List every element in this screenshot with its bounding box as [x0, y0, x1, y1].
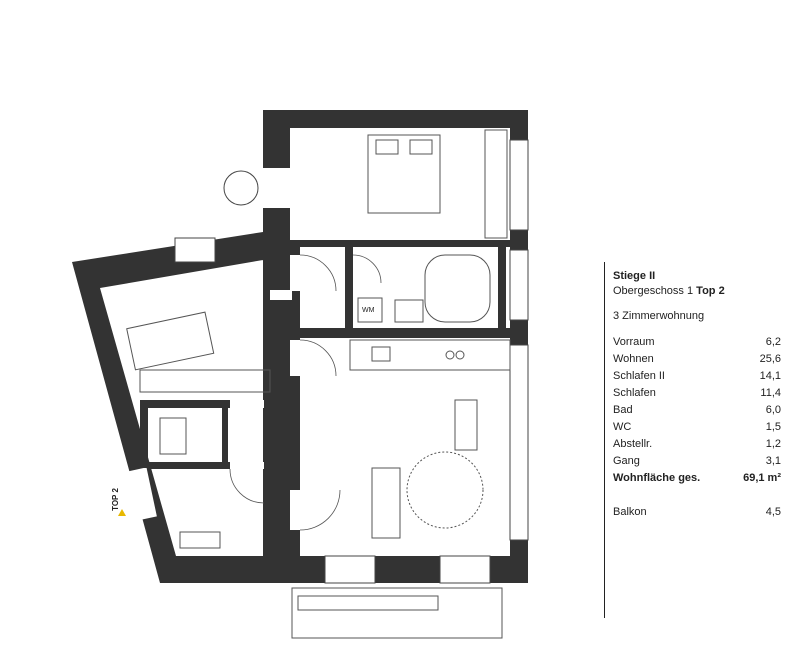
- apartment-type: 3 Zimmerwohnung: [613, 310, 705, 322]
- planter: [297, 595, 439, 611]
- dining-table: [454, 399, 478, 451]
- furniture: [126, 129, 511, 639]
- room-area: 1,2: [765, 438, 781, 450]
- room-name: Schlafen: [613, 387, 656, 399]
- room-area: 1,5: [765, 421, 781, 433]
- room-row: Vorraum 6,2: [613, 336, 781, 350]
- walls: [72, 110, 528, 583]
- round-rug: [406, 451, 484, 529]
- room-name: Schlafen II: [613, 370, 665, 382]
- room-area: 6,0: [765, 404, 781, 416]
- balcony-area: 4,5: [765, 506, 781, 518]
- room-name: Wohnen: [613, 353, 654, 365]
- room-row: WC 1,5: [613, 421, 781, 435]
- floor-label: Obergeschoss 1: [613, 285, 694, 297]
- room-name: WC: [613, 421, 632, 433]
- room-name: Bad: [613, 404, 633, 416]
- room-area: 6,2: [765, 336, 781, 348]
- entry-marker-icon: [118, 509, 126, 516]
- washing-machine: [357, 297, 383, 323]
- room-name: Gang: [613, 455, 640, 467]
- room-area: 3,1: [765, 455, 781, 467]
- wm-label: WM: [362, 307, 375, 314]
- door-openings: [230, 255, 300, 530]
- toilet: [159, 417, 187, 455]
- balcony-name: Balkon: [613, 506, 647, 518]
- unit-label: Top 2: [696, 285, 725, 297]
- room-name: Vorraum: [613, 336, 655, 348]
- entry-label: TOP 2: [110, 488, 120, 511]
- double-bed: [367, 134, 441, 214]
- room-row: Gang 3,1: [613, 455, 781, 469]
- room-row: Schlafen II 14,1: [613, 370, 781, 384]
- room-area: 25,6: [759, 353, 781, 365]
- wardrobe: [484, 129, 508, 239]
- stair-label: Stiege II: [613, 270, 656, 282]
- area-schedule: Stiege II Obergeschoss 1 Top 2 3 Zimmerw…: [604, 262, 800, 618]
- total-row: Wohnfläche ges. 69,1 m²: [613, 472, 781, 486]
- interior-walls: [140, 240, 510, 556]
- window-frames: [174, 139, 529, 584]
- sink: [394, 299, 424, 323]
- total-label: Wohnfläche ges.: [613, 472, 701, 484]
- kitchen-counter: [349, 339, 511, 371]
- room-row: Abstellr. 1,2: [613, 438, 781, 452]
- room-row: Bad 6,0: [613, 404, 781, 418]
- desk: [139, 369, 271, 393]
- total-area: 69,1 m²: [743, 472, 781, 484]
- sofa: [371, 467, 401, 539]
- bathtub: [424, 254, 491, 323]
- window-openings: [117, 140, 528, 583]
- balcony-outline: [291, 587, 503, 639]
- door-swings: [229, 254, 382, 531]
- room-row: Wohnen 25,6: [613, 353, 781, 367]
- single-bed: [126, 311, 215, 371]
- balcony-row: Balkon 4,5: [613, 506, 781, 520]
- room-row: Schlafen 11,4: [613, 387, 781, 401]
- room-area: 11,4: [760, 387, 781, 399]
- floor-unit-line: Obergeschoss 1 Top 2: [613, 285, 725, 297]
- room-name: Abstellr.: [613, 438, 653, 450]
- room-area: 14,1: [759, 370, 781, 382]
- shoe-rack: [179, 531, 221, 549]
